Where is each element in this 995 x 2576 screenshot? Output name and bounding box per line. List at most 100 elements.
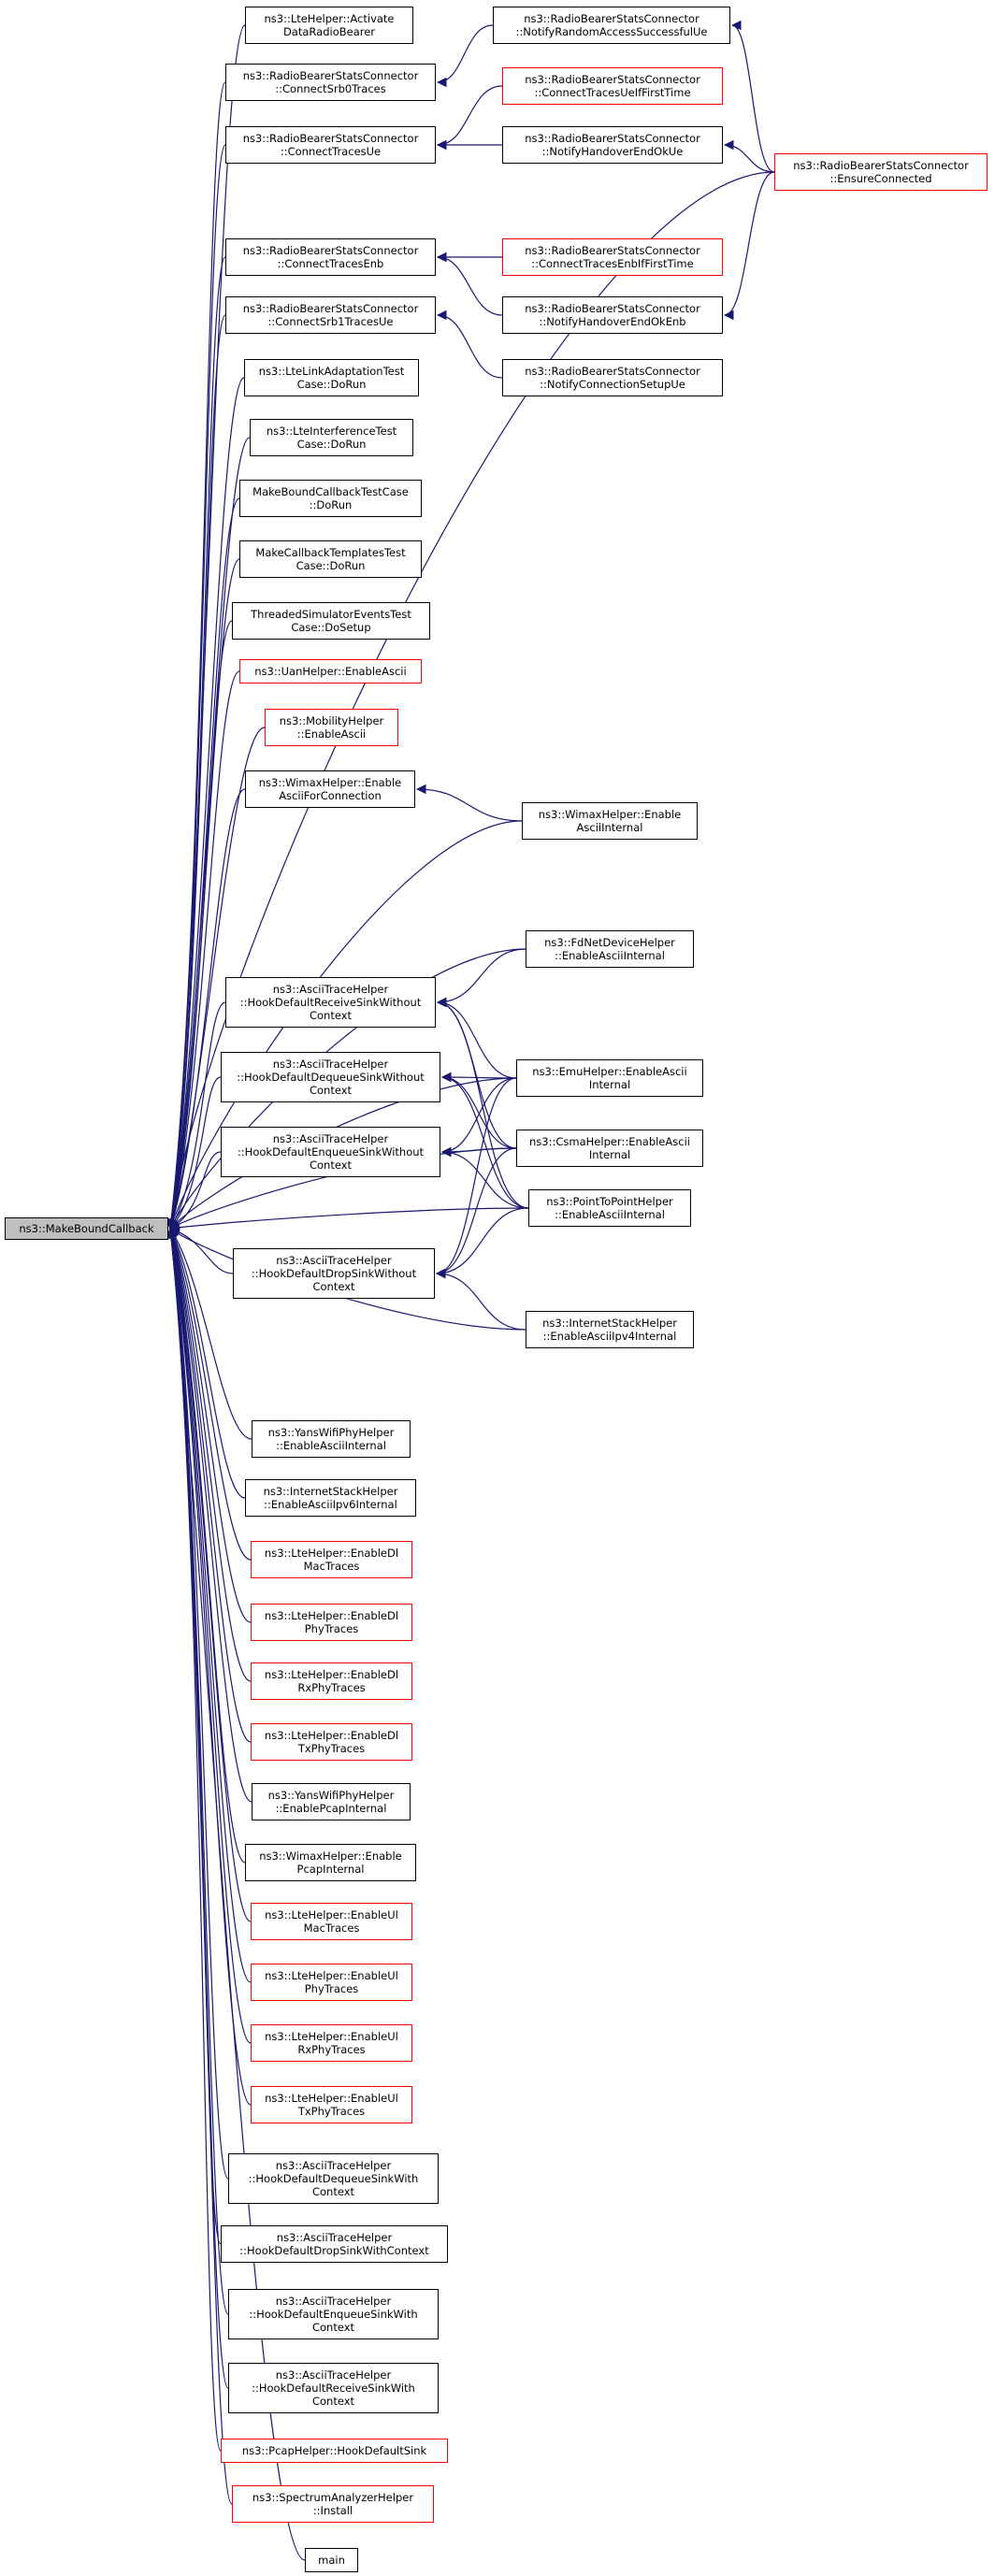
node-n3[interactable]: ns3::RadioBearerStatsConnector::ConnectT… <box>225 126 436 164</box>
edge-n21-to-root <box>168 1227 252 1623</box>
node-n15[interactable]: ns3::AsciiTraceHelper::HookDefaultDequeu… <box>221 1052 440 1102</box>
node-label-line: PhyTraces <box>304 1982 359 1995</box>
edge-n23-to-root <box>167 1227 252 1743</box>
node-label-line: ns3::RadioBearerStatsConnector <box>793 159 969 172</box>
node-m6[interactable]: ns3::RadioBearerStatsConnector::NotifyCo… <box>502 359 723 396</box>
node-label-line: ns3::RadioBearerStatsConnector <box>242 69 419 82</box>
node-label-line: ns3::LteHelper::EnableDl <box>264 1609 399 1622</box>
node-n32[interactable]: ns3::AsciiTraceHelper::HookDefaultEnqueu… <box>228 2289 439 2339</box>
edge-e1-to-m1 <box>730 20 775 173</box>
node-label-line: ns3::LteHelper::EnableUl <box>265 2030 398 2043</box>
node-label-line: ::NotifyHandoverEndOkUe <box>541 145 684 158</box>
node-label-line: MakeCallbackTemplatesTest <box>255 546 406 559</box>
edge-e1-to-m5 <box>723 171 775 321</box>
node-n4[interactable]: ns3::RadioBearerStatsConnector::ConnectT… <box>225 238 436 276</box>
edge-n12-to-root <box>167 727 266 1230</box>
node-m4[interactable]: ns3::RadioBearerStatsConnector::ConnectT… <box>502 238 723 276</box>
edge-n4-to-root <box>166 256 226 1230</box>
node-label-line: ns3::AsciiTraceHelper <box>276 2231 393 2244</box>
node-n16[interactable]: ns3::AsciiTraceHelper::HookDefaultEnqueu… <box>221 1127 440 1177</box>
node-e1[interactable]: ns3::RadioBearerStatsConnector::EnsureCo… <box>774 153 988 191</box>
node-label-line: ::EnableAscii <box>296 727 367 741</box>
node-label-line: ::NotifyHandoverEndOkEnb <box>539 315 686 328</box>
node-label-line: ::ConnectTracesEnbIfFirstTime <box>531 257 694 270</box>
node-label-line: ::EnableAsciiInternal <box>555 949 665 962</box>
node-n34[interactable]: ns3::PcapHelper::HookDefaultSink <box>221 2439 448 2463</box>
node-n5[interactable]: ns3::RadioBearerStatsConnector::ConnectS… <box>225 296 436 334</box>
edge-m11-to-n16 <box>440 1146 529 1209</box>
node-label-line: ::HookDefaultEnqueueSinkWith <box>249 2308 418 2321</box>
node-label-line: Context <box>311 2185 355 2198</box>
node-m8[interactable]: ns3::FdNetDeviceHelper::EnableAsciiInter… <box>526 930 694 968</box>
node-n31[interactable]: ns3::AsciiTraceHelper::HookDefaultDropSi… <box>221 2225 448 2263</box>
node-n24[interactable]: ns3::YansWifiPhyHelper::EnablePcapIntern… <box>252 1783 411 1820</box>
node-label-line: Context <box>312 1280 355 1293</box>
node-n30[interactable]: ns3::AsciiTraceHelper::HookDefaultDequeu… <box>228 2153 439 2204</box>
node-label-line: ns3::LteHelper::Activate <box>264 12 395 25</box>
node-label-line: ::EnableAsciiInternal <box>555 1208 665 1221</box>
node-root[interactable]: ns3::MakeBoundCallback <box>5 1217 168 1240</box>
edge-m10-to-n17 <box>435 1147 517 1279</box>
node-n17[interactable]: ns3::AsciiTraceHelper::HookDefaultDropSi… <box>233 1248 435 1299</box>
node-label-line: ns3::WimaxHelper::Enable <box>538 808 682 821</box>
node-label-line: ns3::AsciiTraceHelper <box>276 1254 392 1267</box>
node-m11[interactable]: ns3::PointToPointHelper::EnableAsciiInte… <box>528 1189 691 1227</box>
node-label-line: ns3::SpectrumAnalyzerHelper <box>252 2491 414 2504</box>
node-n19[interactable]: ns3::InternetStackHelper::EnableAsciiIpv… <box>245 1479 416 1517</box>
node-m12[interactable]: ns3::InternetStackHelper::EnableAsciiIpv… <box>526 1311 694 1348</box>
node-label-line: Context <box>309 1009 353 1022</box>
node-label-line: TxPhyTraces <box>297 1742 366 1755</box>
node-n8[interactable]: MakeBoundCallbackTestCase::DoRun <box>239 480 422 517</box>
node-label-line: ::NotifyConnectionSetupUe <box>540 378 685 391</box>
node-n12[interactable]: ns3::MobilityHelper::EnableAscii <box>265 709 398 746</box>
node-label-line: ::ConnectTracesEnb <box>277 257 384 270</box>
node-n18[interactable]: ns3::YansWifiPhyHelper::EnableAsciiInter… <box>252 1420 411 1458</box>
node-m2[interactable]: ns3::RadioBearerStatsConnector::ConnectT… <box>502 67 723 105</box>
node-label-line: ns3::LteHelper::EnableUl <box>265 1969 398 1982</box>
node-m3[interactable]: ns3::RadioBearerStatsConnector::NotifyHa… <box>502 126 723 164</box>
node-n11[interactable]: ns3::UanHelper::EnableAscii <box>239 659 422 684</box>
node-m5[interactable]: ns3::RadioBearerStatsConnector::NotifyHa… <box>502 296 723 334</box>
node-m1[interactable]: ns3::RadioBearerStatsConnector::NotifyRa… <box>493 7 730 44</box>
node-label-line: ::HookDefaultDequeueSinkWithout <box>237 1071 425 1084</box>
node-n33[interactable]: ns3::AsciiTraceHelper::HookDefaultReceiv… <box>228 2363 439 2413</box>
edge-n8-to-root <box>166 497 240 1230</box>
edge-n22-to-root <box>167 1227 252 1682</box>
node-label-line: ::DoRun <box>309 498 353 511</box>
node-label-line: ns3::RadioBearerStatsConnector <box>242 244 419 257</box>
node-label-line: ns3::PcapHelper::HookDefaultSink <box>241 2444 427 2457</box>
node-label-line: PcapInternal <box>296 1863 365 1876</box>
node-n2[interactable]: ns3::RadioBearerStatsConnector::ConnectS… <box>225 64 436 101</box>
node-label-line: PhyTraces <box>304 1622 359 1635</box>
edge-n30-to-root <box>166 1227 229 2180</box>
node-n36[interactable]: main <box>305 2548 358 2572</box>
node-label-line: Context <box>311 2395 355 2408</box>
node-label-line: ns3::PointToPointHelper <box>546 1195 673 1208</box>
node-label-line: ns3::AsciiTraceHelper <box>272 983 389 996</box>
edge-m11-to-n17 <box>435 1207 529 1279</box>
edge-n14-to-root <box>169 1001 226 1230</box>
node-label-line: ns3::FdNetDeviceHelper <box>544 936 675 949</box>
node-label-line: ns3::LteHelper::EnableDl <box>264 1547 399 1560</box>
node-n14[interactable]: ns3::AsciiTraceHelper::HookDefaultReceiv… <box>225 977 436 1028</box>
node-n35[interactable]: ns3::SpectrumAnalyzerHelper::Install <box>232 2485 434 2523</box>
edge-m7-to-n13 <box>415 784 523 822</box>
